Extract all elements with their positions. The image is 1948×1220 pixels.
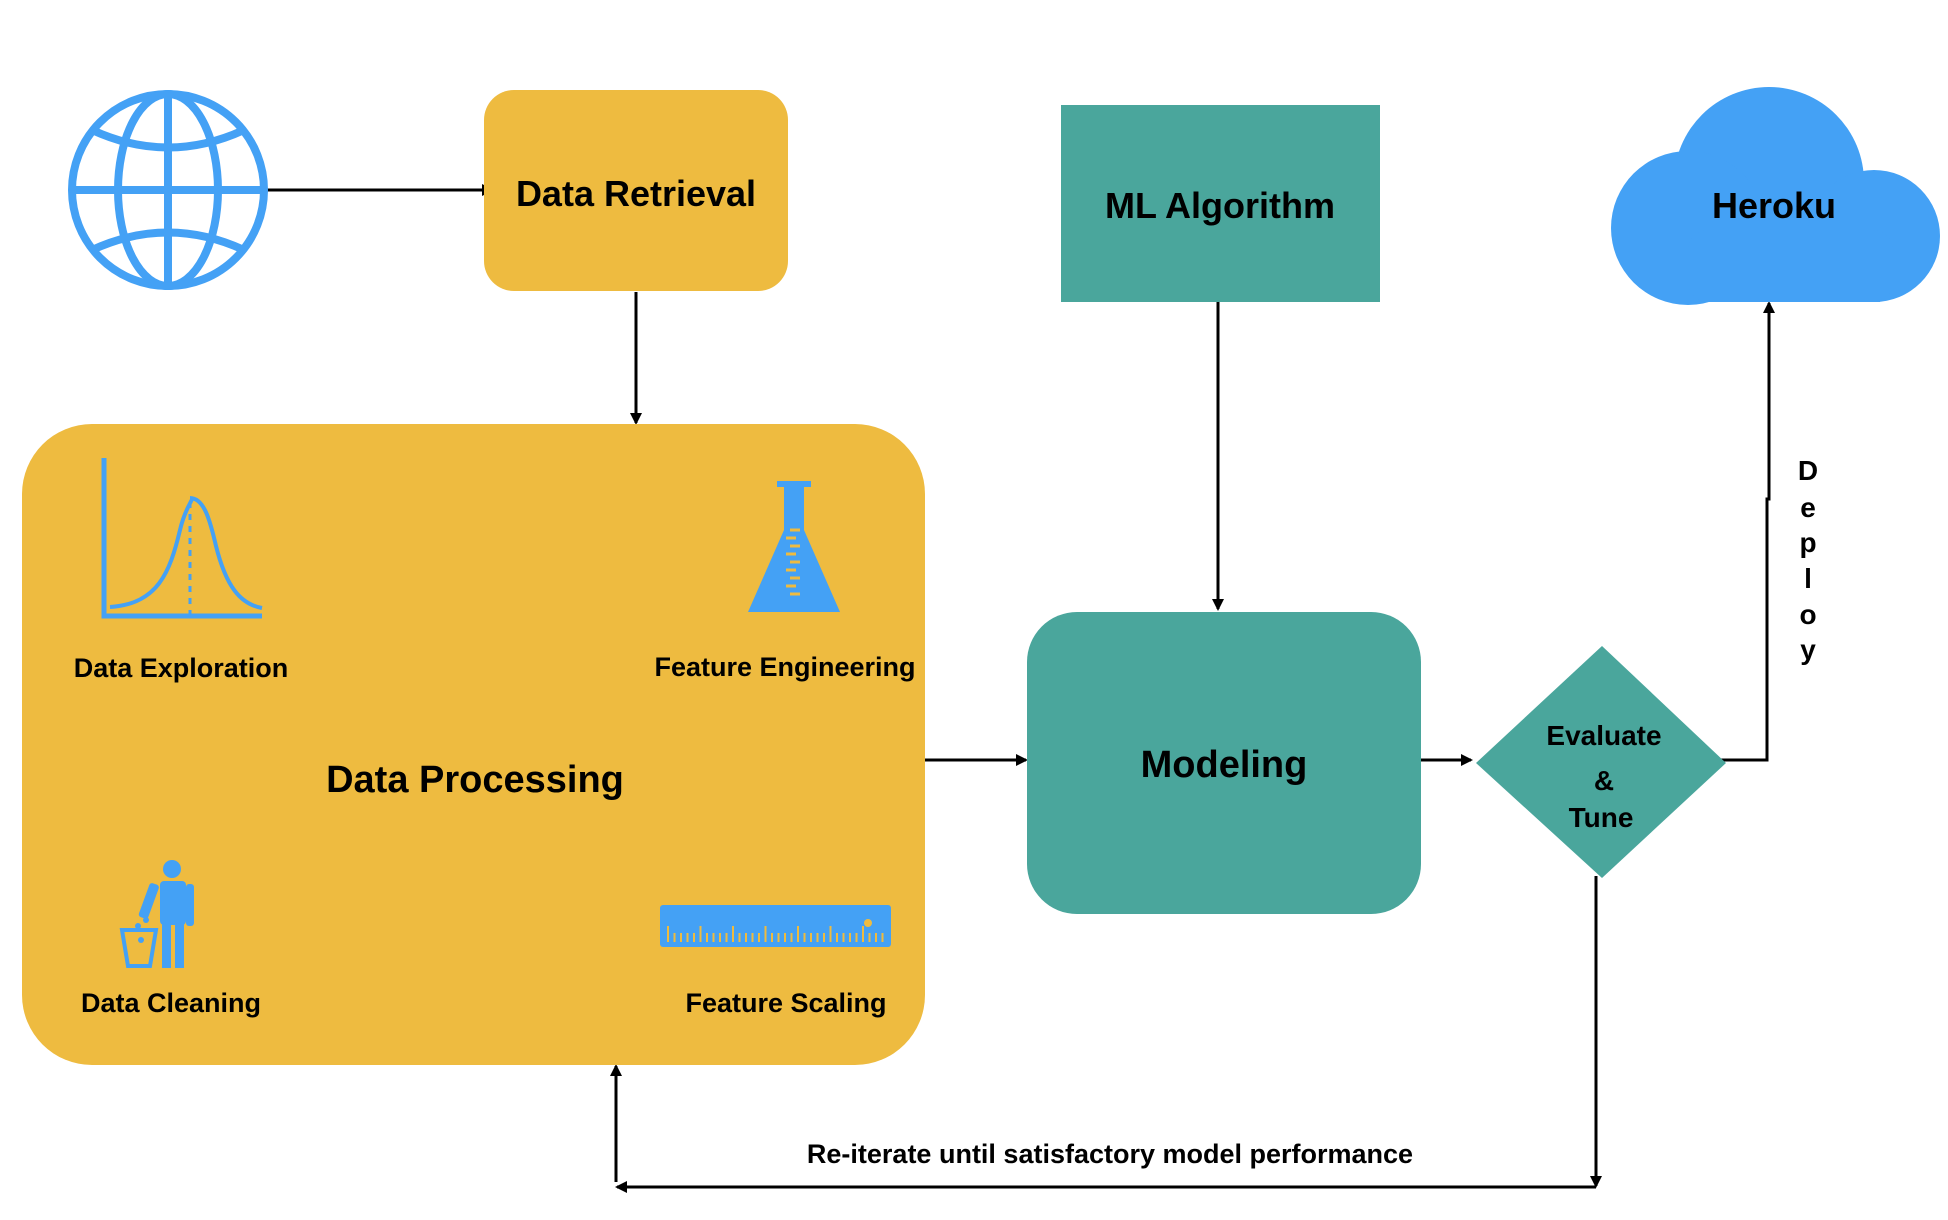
heroku-node[interactable]: Heroku bbox=[1611, 87, 1940, 305]
data-cleaning-label: Data Cleaning bbox=[81, 988, 261, 1018]
modeling-label: Modeling bbox=[1141, 744, 1308, 786]
evaluate-label-line2: & bbox=[1594, 765, 1614, 796]
data-processing-box bbox=[22, 424, 925, 1065]
deploy-letter: l bbox=[1804, 563, 1812, 594]
data-exploration-label: Data Exploration bbox=[74, 653, 289, 683]
data-processing-node[interactable]: Data Processing Data Exploration bbox=[22, 424, 925, 1065]
evaluate-node[interactable]: Evaluate & Tune bbox=[1476, 646, 1726, 878]
data-retrieval-box bbox=[484, 90, 788, 291]
evaluate-label-line1: Evaluate bbox=[1546, 720, 1661, 751]
deploy-letter: e bbox=[1800, 492, 1816, 523]
deploy-letter: o bbox=[1799, 599, 1816, 630]
ml-algorithm-box bbox=[1061, 105, 1380, 302]
data-retrieval-label: Data Retrieval bbox=[516, 173, 756, 214]
globe-icon bbox=[68, 90, 268, 290]
evaluate-label-line3: Tune bbox=[1569, 802, 1634, 833]
ml-algorithm-label: ML Algorithm bbox=[1105, 185, 1335, 226]
data-processing-label: Data Processing bbox=[326, 759, 624, 801]
cloud-icon bbox=[1611, 87, 1940, 305]
deploy-letter: p bbox=[1799, 527, 1816, 558]
edge-evaluate-to-heroku bbox=[1720, 301, 1775, 762]
connectors bbox=[266, 184, 1775, 1193]
reiterate-label: Re-iterate until satisfactory model perf… bbox=[807, 1139, 1413, 1169]
ruler-icon bbox=[660, 905, 891, 947]
feature-scaling-label: Feature Scaling bbox=[685, 988, 886, 1018]
bell-curve-icon bbox=[101, 458, 263, 619]
evaluate-diamond bbox=[1476, 646, 1726, 878]
ml-algorithm-node[interactable]: ML Algorithm bbox=[1061, 105, 1380, 302]
modeling-box bbox=[1027, 612, 1421, 914]
modeling-node[interactable]: Modeling bbox=[1027, 612, 1421, 914]
feature-engineering-label: Feature Engineering bbox=[654, 652, 915, 682]
deploy-label: D e p l o y bbox=[1798, 455, 1818, 665]
heroku-label: Heroku bbox=[1712, 185, 1836, 226]
flask-icon bbox=[748, 481, 840, 612]
deploy-letter: y bbox=[1800, 634, 1816, 665]
deploy-letter: D bbox=[1798, 455, 1818, 486]
trash-person-icon bbox=[119, 860, 194, 968]
data-retrieval-node[interactable]: Data Retrieval bbox=[484, 90, 788, 291]
